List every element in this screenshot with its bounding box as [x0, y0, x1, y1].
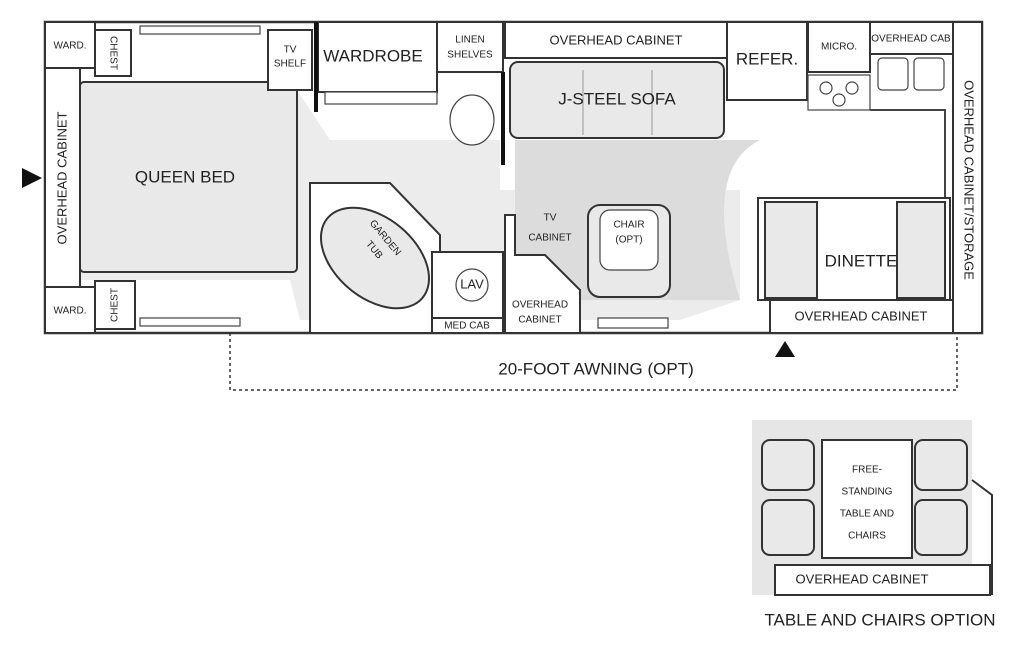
option-overhead-cabinet: [774, 564, 991, 596]
chest-bottom: [94, 280, 136, 330]
mid-overhead-label-2: CABINET: [518, 315, 561, 326]
overhead-cab-kitchen: [869, 21, 954, 55]
queen-bed: [79, 81, 298, 273]
ward-top-label: WARD.: [54, 41, 87, 52]
garden-tub: [319, 206, 431, 310]
toilet: [449, 94, 495, 146]
tv-shelf-label-1: TV: [284, 45, 297, 56]
sink-left: [877, 57, 909, 91]
table-label-4: CHAIRS: [848, 531, 886, 542]
window-bottom: [139, 317, 241, 327]
linen-shelves: [436, 21, 504, 73]
dinette-label: DINETTE: [825, 251, 898, 270]
wardrobe-label: WARDROBE: [323, 46, 423, 65]
chest-top: [94, 29, 132, 77]
queen-bed-label: QUEEN BED: [135, 167, 235, 186]
refrigerator: [726, 21, 808, 101]
option-overhead-label: OVERHEAD CABINET: [796, 571, 929, 586]
entry-marker-left: [22, 168, 42, 188]
sofa-label: J-STEEL SOFA: [558, 89, 676, 108]
tv-cabinet-label-1: TV: [544, 213, 557, 224]
overhead-cab-label: OVERHEAD CAB: [871, 34, 951, 45]
table-label-2: STANDING: [842, 487, 893, 498]
refer-label: REFER.: [736, 49, 798, 68]
entry-marker-door: [775, 341, 795, 357]
option-chair-4: [914, 499, 968, 556]
med-cab-label: MED CAB: [444, 321, 490, 332]
mid-overhead-label-1: OVERHEAD: [512, 300, 568, 311]
table-label-1: FREE-: [852, 465, 882, 476]
medicine-cabinet: [431, 317, 504, 334]
awning-outline: [229, 333, 958, 391]
j-steel-sofa: [509, 61, 725, 139]
tv-cabinet-label-2: CABINET: [528, 233, 571, 244]
option-caption: TABLE AND CHAIRS OPTION: [764, 610, 995, 629]
dinette-seat-right: [896, 201, 946, 299]
freestanding-table: [821, 439, 913, 559]
top-overhead-label: OVERHEAD CABINET: [550, 32, 683, 47]
tv-shelf: [267, 29, 313, 91]
table-label-3: TABLE AND: [840, 509, 894, 520]
wardrobe-base: [324, 91, 438, 105]
option-chair-3: [914, 439, 968, 491]
counter-edge: [870, 109, 946, 200]
wardrobe-top-left: [44, 21, 96, 69]
dinette-seat-left: [764, 201, 818, 299]
microwave: [807, 21, 871, 73]
chest-bottom-label: CHEST: [110, 288, 121, 322]
linen-label-1: LINEN: [455, 35, 484, 46]
option-chair-2: [761, 499, 815, 556]
window-mid: [597, 317, 669, 329]
linen-label-2: SHELVES: [447, 50, 493, 61]
tv-shelf-label-2: SHELF: [274, 59, 306, 70]
option-chair-1: [761, 439, 815, 491]
window-top: [139, 25, 261, 35]
lav-label: LAV: [460, 276, 484, 291]
chair-label-1: CHAIR: [613, 220, 644, 231]
ward-bottom-label: WARD.: [54, 306, 87, 317]
right-overhead-storage: [952, 21, 983, 334]
stove: [807, 74, 871, 111]
wardrobe: [317, 21, 438, 93]
dinette-overhead-cabinet: [769, 299, 954, 334]
wardrobe-bottom-left: [44, 286, 96, 334]
dinette-overhead-label: OVERHEAD CABINET: [795, 308, 928, 323]
chest-top-label: CHEST: [107, 36, 118, 70]
chair-label-2: (OPT): [615, 235, 642, 246]
left-overhead-label: OVERHEAD CABINET: [54, 111, 69, 244]
lav-sink: [455, 268, 489, 302]
right-overhead-label: OVERHEAD CABINET/STORAGE: [962, 80, 977, 280]
awning-label: 20-FOOT AWNING (OPT): [498, 359, 694, 378]
micro-label: MICRO.: [821, 42, 857, 53]
mid-overhead-cabinet: [504, 214, 581, 334]
top-overhead-cabinet: [504, 21, 728, 59]
sink-right: [913, 57, 945, 91]
